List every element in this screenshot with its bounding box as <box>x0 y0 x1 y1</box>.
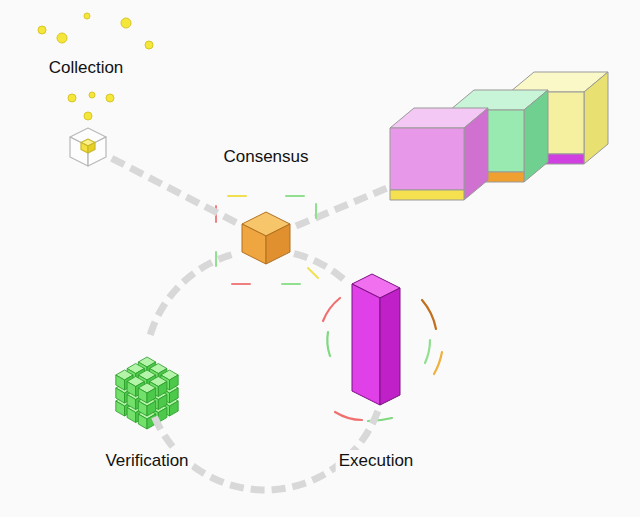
execution-pillar <box>352 274 400 405</box>
dashed-connector <box>294 254 345 281</box>
cube-face <box>116 401 125 416</box>
transaction-dots <box>38 13 153 120</box>
cube-face <box>158 382 167 397</box>
node-label: Execution <box>336 450 417 471</box>
cube-face <box>138 401 147 416</box>
cube-face <box>116 388 125 403</box>
node-label: Collection <box>46 57 127 78</box>
dashed-connector <box>112 158 236 222</box>
cube-face <box>127 408 136 423</box>
block-pink <box>390 108 488 200</box>
cube-face <box>127 382 136 397</box>
cube-face <box>170 401 179 416</box>
collection-node: Collection <box>66 124 110 168</box>
cube-face <box>147 401 156 416</box>
cube-face <box>170 388 179 403</box>
node-label: Consensus <box>220 146 311 167</box>
execution-node: Execution <box>346 266 404 410</box>
verification-node: Verification <box>108 336 186 416</box>
cube-face <box>147 388 156 403</box>
cube-face <box>138 388 147 403</box>
node-label: Verification <box>102 450 191 471</box>
cube-face <box>138 414 147 429</box>
verification-cubes <box>116 357 178 429</box>
chain-link <box>296 186 392 226</box>
dashed-connector <box>150 254 236 335</box>
cube-face <box>127 395 136 410</box>
consensus-node: Consensus <box>238 208 294 268</box>
cube-face <box>158 395 167 410</box>
consensus-marks <box>216 196 318 284</box>
cube-face <box>116 375 125 390</box>
consensus-cube <box>242 212 290 264</box>
collection-cube <box>70 128 106 166</box>
cube-face <box>170 375 179 390</box>
